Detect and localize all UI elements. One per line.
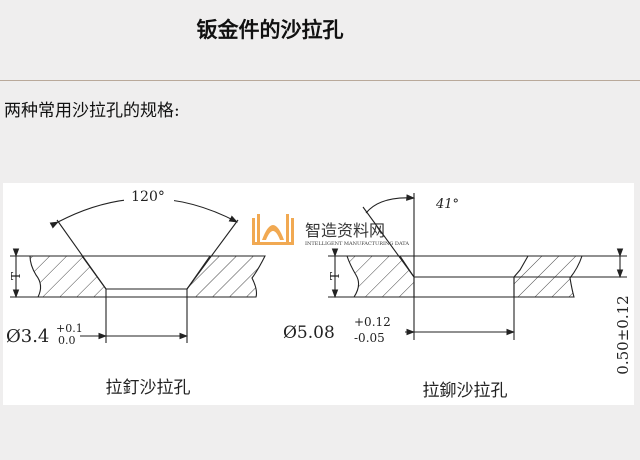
left-tol-upper: +0.1 [56,322,83,335]
rivet-nut-countersink-drawing [328,193,627,340]
watermark-name: 智造资料网 [305,221,385,240]
watermark-tagline: INTELLIGENT MANUFACTURING DATA [305,241,409,247]
left-angle-label: 120° [131,189,165,205]
page-subtitle: 两种常用沙拉孔的规格: [4,101,180,121]
right-thickness-label: T [328,272,342,280]
page-title: 钣金件的沙拉孔 [196,17,344,42]
left-thickness-label: T [9,272,23,280]
right-tol-upper: +0.12 [354,315,391,329]
left-diameter: Ø3.4 [6,326,49,347]
left-hatch-left [29,255,107,298]
watermark-logo: 智造资料网 INTELLIGENT MANUFACTURING DATA [252,214,409,247]
right-caption: 拉鉚沙拉孔 [423,381,508,401]
right-diameter: Ø5.08 [283,323,335,343]
right-depth-dimension: 0.50±0.12 [614,295,632,374]
left-caption: 拉釘沙拉孔 [106,378,191,398]
right-tol-lower: -0.05 [354,331,385,345]
right-hatch-left [346,255,415,298]
rivet-countersink-drawing [10,197,266,343]
divider [0,80,640,81]
left-hatch-right [186,255,266,298]
left-tol-lower: 0.0 [58,334,76,347]
right-angle-label: 41° [435,197,459,212]
